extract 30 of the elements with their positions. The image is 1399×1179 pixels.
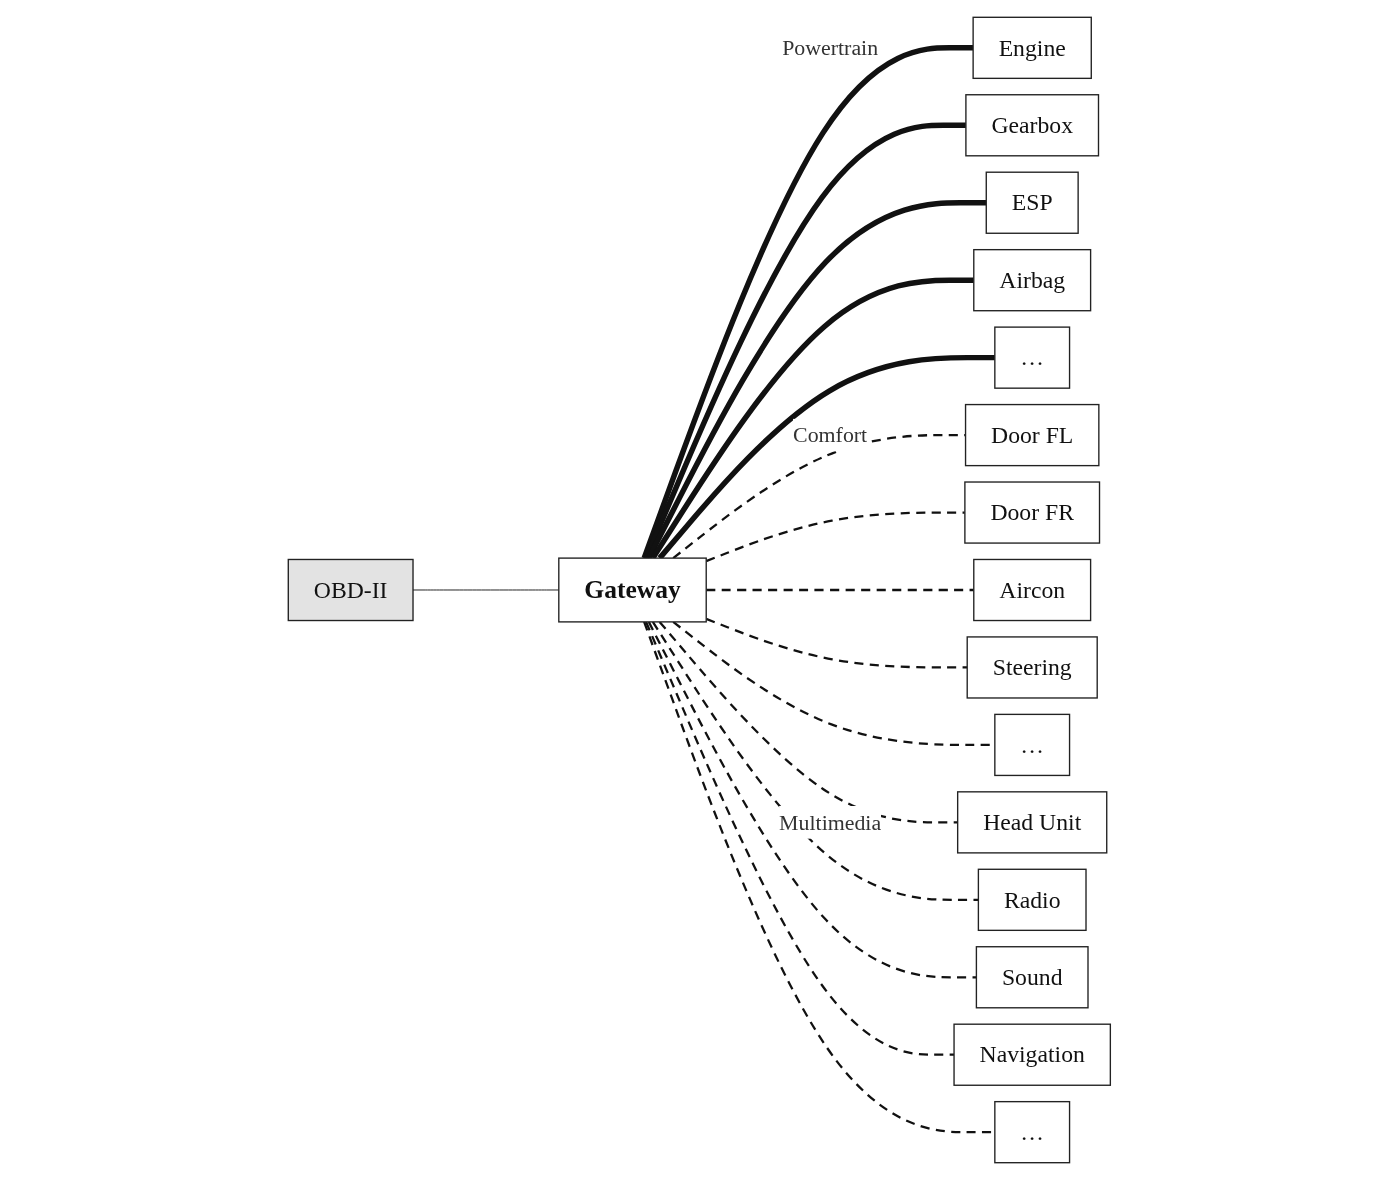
node-box: Airbag [973, 248, 1092, 311]
node-box: Door FL [965, 403, 1100, 466]
node-box: … [994, 713, 1071, 776]
node-box: Aircon [973, 558, 1092, 621]
connector [650, 276, 974, 560]
connector [652, 620, 979, 901]
edge-label: Multimedia [779, 810, 882, 834]
connector [705, 617, 968, 669]
node-box: Sound [975, 945, 1089, 1008]
node-box: Gearbox [965, 93, 1100, 156]
connector [647, 620, 977, 978]
connector [705, 510, 966, 562]
node-box: … [994, 1100, 1071, 1163]
connector [658, 620, 958, 823]
node-box: Gateway [558, 556, 708, 623]
node-box: Head Unit [957, 790, 1108, 854]
node-box: Door FR [964, 480, 1101, 544]
node-box: … [994, 325, 1071, 389]
node-box: Steering [966, 635, 1099, 699]
connector [706, 588, 974, 591]
node-box: OBD-II [287, 558, 414, 621]
edge-label: Comfort [793, 422, 868, 447]
node-box: ESP [985, 171, 1079, 234]
node-box: Navigation [953, 1023, 1112, 1086]
node-box: Engine [972, 16, 1093, 79]
connector [657, 354, 995, 560]
edge-label: Powertrain [782, 35, 879, 60]
connector [645, 620, 955, 1056]
node-box: Radio [977, 868, 1087, 931]
connector [641, 44, 974, 559]
